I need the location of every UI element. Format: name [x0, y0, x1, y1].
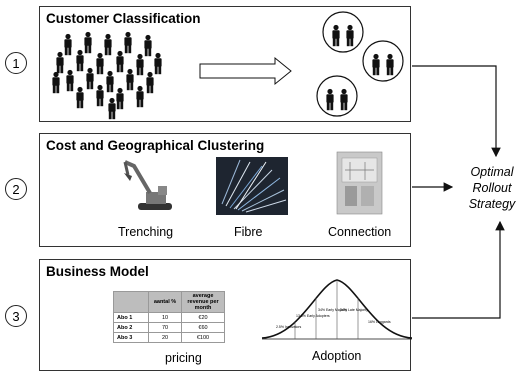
panel-title: Business Model — [46, 264, 149, 279]
adoption-segment-label: 16% Laggards — [368, 320, 391, 324]
crowd-icon — [52, 31, 162, 120]
table-cell: Abo 3 — [113, 332, 149, 343]
panel-title: Cost and Geographical Clustering — [46, 138, 265, 153]
table-row: Abo 2 70 €60 — [113, 322, 225, 333]
customer-segment-icon — [322, 11, 364, 53]
customer-segment-icon — [362, 40, 404, 82]
table-cell: €100 — [181, 332, 225, 343]
panel-title: Customer Classification — [46, 11, 201, 26]
outcome-line: Optimal — [470, 165, 514, 179]
adoption-segment-label: 34% Early Majority — [318, 308, 348, 312]
table-row: Abo 3 20 €100 — [113, 332, 225, 343]
fibre-caption: Fibre — [234, 225, 263, 239]
table-cell: 10 — [148, 312, 182, 323]
excavator-icon — [123, 160, 172, 210]
table-cell: €20 — [181, 312, 225, 323]
customer-segment-icon — [316, 75, 358, 117]
business-model-panel: Business Model — [39, 259, 411, 371]
adoption-segment-label: 13.5% Early Adopters — [296, 314, 330, 318]
table-cell: Abo 1 — [113, 312, 149, 323]
adoption-caption: Adoption — [312, 349, 362, 363]
trenching-caption: Trenching — [118, 225, 174, 239]
table-header — [113, 291, 149, 313]
table-header: average revenue per month — [181, 291, 225, 313]
step-number-2: 2 — [5, 178, 27, 200]
step-number-3: 3 — [5, 305, 27, 327]
table-row: Abo 1 10 €20 — [113, 312, 225, 323]
connection-cabinet-icon — [336, 151, 383, 215]
pricing-table: aantal % average revenue per month Abo 1… — [113, 291, 225, 343]
table-cell: 70 — [148, 322, 182, 333]
table-cell: 20 — [148, 332, 182, 343]
outcome-line: Strategy — [468, 197, 516, 211]
table-cell: €60 — [181, 322, 225, 333]
fibre-optic-icon — [216, 157, 288, 215]
connection-caption: Connection — [328, 225, 392, 239]
table-header: aantal % — [148, 291, 182, 313]
outcome-label: Optimal Rollout Strategy — [456, 164, 525, 212]
table-header-row: aantal % average revenue per month — [113, 291, 225, 313]
adoption-curve-chart — [261, 279, 413, 340]
adoption-segment-label: 34% Late Majority — [340, 308, 369, 312]
table-cell: Abo 2 — [113, 322, 149, 333]
pricing-caption: pricing — [165, 351, 202, 365]
step-number-1: 1 — [5, 52, 27, 74]
adoption-segment-label: 2.5% Innovators — [276, 325, 302, 329]
transition-arrow-icon — [199, 56, 292, 86]
outcome-line: Rollout — [472, 181, 512, 195]
